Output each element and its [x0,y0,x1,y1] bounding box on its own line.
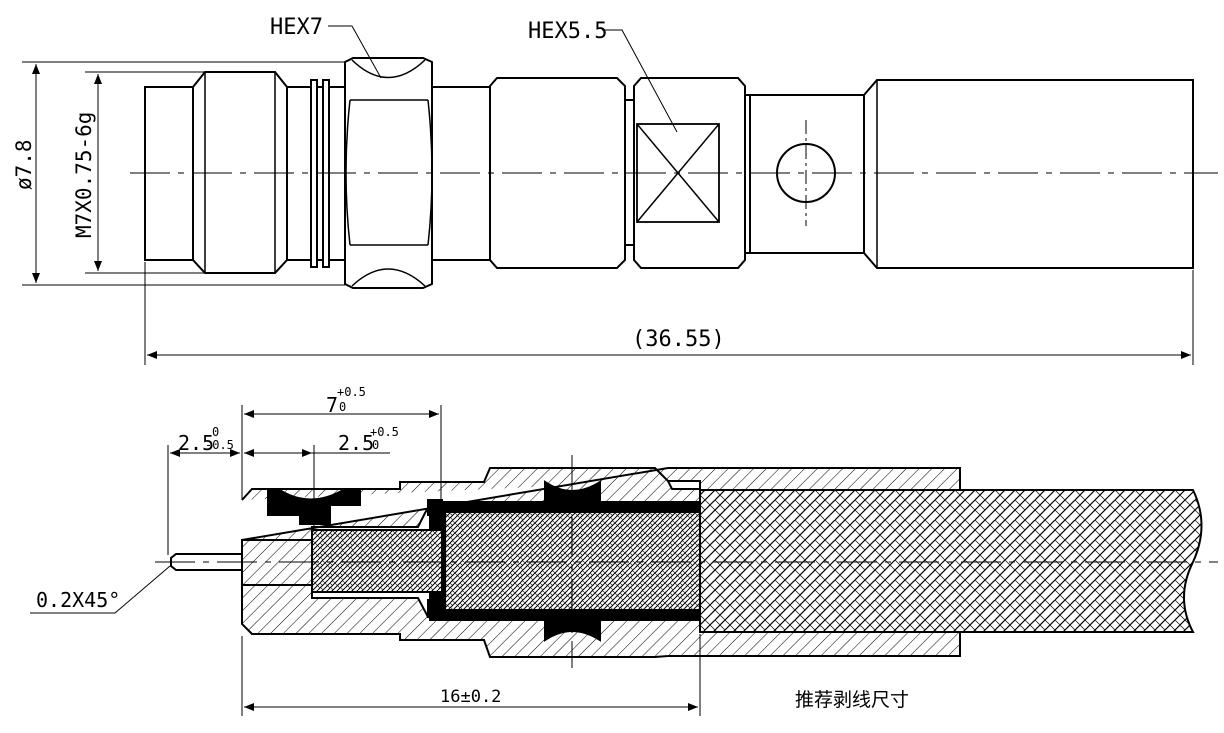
top-view [130,57,1218,289]
dim-25-left-tol-low: -0.5 [205,438,234,452]
strip-length-label: 16±0.2 [440,687,501,707]
dim-7-label: 7 [326,393,338,417]
dim-25-left-tol-up: 0 [212,425,219,439]
dim-25-left-label: 2.5 [178,431,214,455]
body-section [489,77,626,269]
top-labels: HEX7 HEX5.5 ø7.8 M7X0.75-6g (36.55) [12,15,725,352]
section-labels: 7 +0.5 0 2.5 0 -0.5 2.5 +0.5 0 0.2X45° 1… [36,385,909,711]
dim-25-right-tol-low: 0 [372,438,379,452]
hex7-label: HEX7 [270,15,323,40]
strip-note: 推荐剥线尺寸 [795,689,909,711]
dim-7-tol-low: 0 [339,400,346,414]
cable-jacket [699,489,1203,633]
thread-label: M7X0.75-6g [72,112,96,238]
overall-length-label: (36.55) [632,327,725,352]
dim-7-tol-up: +0.5 [337,385,366,399]
sleeve [863,79,1194,269]
section-view [155,455,1218,668]
dim-25-right-tol-up: +0.5 [370,425,399,439]
section-dimensions [30,405,701,716]
dim-25-right-label: 2.5 [338,431,374,455]
top-dimensions [22,25,1194,365]
diameter-label: ø7.8 [12,139,36,190]
dielectric [311,529,443,593]
hex55-label: HEX5.5 [528,19,607,44]
chamfer-label: 0.2X45° [36,588,120,612]
